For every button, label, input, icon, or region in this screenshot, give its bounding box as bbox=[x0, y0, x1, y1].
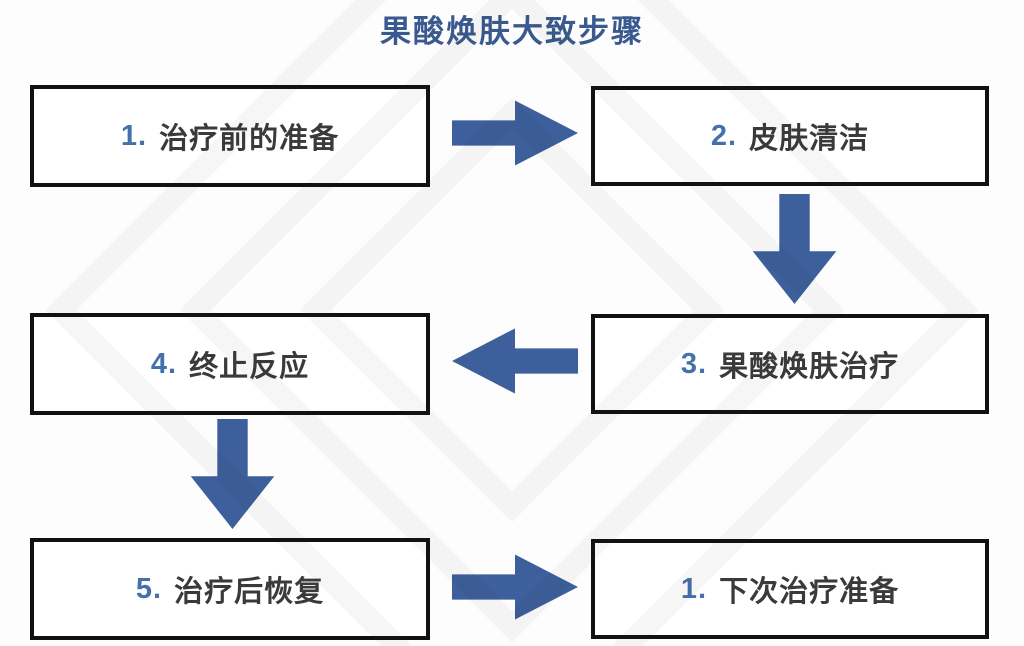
arrow-left-icon bbox=[452, 328, 578, 394]
step-number: 5. bbox=[135, 572, 163, 605]
step-label: 果酸焕肤治疗 bbox=[719, 351, 900, 383]
step-label: 皮肤清洁 bbox=[749, 123, 870, 155]
step-number: 3. bbox=[680, 347, 708, 380]
arrow-right-icon bbox=[452, 554, 578, 620]
step-box-acid-peel-treatment: 3. 果酸焕肤治疗 bbox=[591, 314, 989, 414]
step-label: 治疗前的准备 bbox=[159, 123, 340, 155]
step-box-stop-reaction: 4. 终止反应 bbox=[30, 313, 430, 415]
step-number: 2. bbox=[710, 119, 738, 152]
step-number: 1. bbox=[120, 119, 148, 152]
step-label: 治疗后恢复 bbox=[174, 576, 325, 608]
step-number: 1. bbox=[680, 572, 708, 605]
step-box-preparation: 1. 治疗前的准备 bbox=[30, 85, 430, 187]
page-title: 果酸焕肤大致步骤 bbox=[380, 14, 644, 49]
step-label: 下次治疗准备 bbox=[719, 576, 900, 608]
arrow-down-icon bbox=[190, 419, 275, 529]
step-label: 终止反应 bbox=[189, 351, 310, 383]
arrow-down-icon bbox=[752, 194, 837, 304]
step-box-post-treatment-recovery: 5. 治疗后恢复 bbox=[30, 538, 430, 640]
step-number: 4. bbox=[150, 347, 178, 380]
arrow-right-icon bbox=[452, 100, 578, 166]
step-box-skin-cleansing: 2. 皮肤清洁 bbox=[591, 86, 989, 186]
step-box-next-treatment-preparation: 1. 下次治疗准备 bbox=[591, 539, 989, 639]
